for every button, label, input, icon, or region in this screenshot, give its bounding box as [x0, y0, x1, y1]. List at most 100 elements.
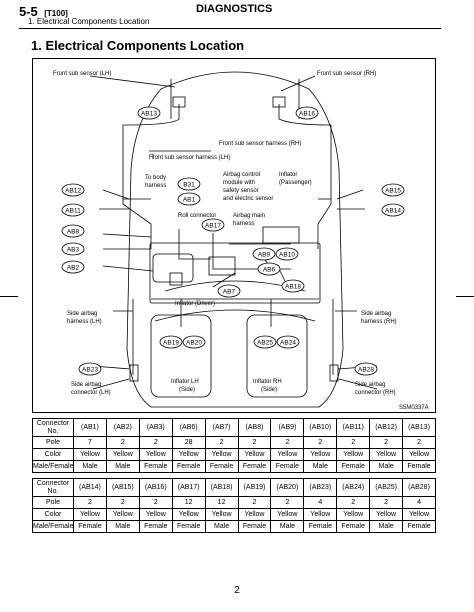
table-cell: 2 — [105, 496, 140, 509]
label-airbag-control-3: safety sensor — [223, 188, 259, 194]
oval-ab13 — [137, 106, 161, 120]
conn-ab6: AB6 — [263, 267, 276, 274]
table-cell: Yellow — [336, 508, 371, 521]
table-cell: Female — [138, 520, 173, 533]
conn-ab7: AB7 — [223, 289, 236, 296]
table-cell: Female — [303, 520, 338, 533]
table-cell: (AB28) — [402, 478, 436, 497]
table-cell: Yellow — [138, 448, 173, 461]
category-title: DIAGNOSTICS — [196, 3, 273, 15]
conn-ab11: AB11 — [65, 208, 81, 215]
left-margin-mark — [0, 296, 18, 297]
conn-ab15: AB15 — [385, 188, 401, 195]
label-main-harness-1: Airbag main — [233, 213, 265, 219]
table-cell: (AB16) — [138, 478, 173, 497]
table-cell: Yellow — [270, 448, 305, 461]
oval-ab12 — [61, 183, 85, 197]
table-cell: Yellow — [204, 508, 239, 521]
table-cell: (AB9) — [270, 418, 305, 437]
table-cell: 2 — [336, 496, 371, 509]
table-cell: (AB23) — [303, 478, 338, 497]
label-front-sub-sensor-lh: Front sub sensor (LH) — [53, 71, 111, 77]
label-side-harness-rh-1: Side airbag — [361, 311, 391, 317]
table-cell: (AB18) — [204, 478, 239, 497]
table-cell: 2 — [369, 436, 404, 449]
table-cell: 2 — [73, 496, 107, 509]
row-header: Connector No. — [32, 478, 74, 497]
label-side-harness-lh-2: harness (LH) — [67, 319, 102, 325]
table-cell: 2 — [303, 436, 338, 449]
oval-ab9 — [252, 247, 276, 261]
label-inflator-driver: Inflator (Driver) — [175, 301, 215, 307]
table-cell: Female — [237, 460, 272, 473]
header-divider — [19, 28, 441, 29]
table-cell: Yellow — [138, 508, 173, 521]
conn-ab25: AB25 — [257, 340, 273, 347]
table-cell: (AB14) — [73, 478, 107, 497]
table-cell: Female — [270, 460, 305, 473]
oval-ab17 — [201, 218, 225, 232]
table-cell: Yellow — [204, 448, 239, 461]
table-cell: 2 — [336, 436, 371, 449]
conn-ab20: AB20 — [186, 340, 202, 347]
label-front-sub-sensor-harness-lh: Front sub sensor harness (LH) — [149, 155, 230, 161]
table-cell: 4 — [303, 496, 338, 509]
oval-ab14 — [381, 203, 405, 217]
oval-ab10 — [275, 247, 299, 261]
table-cell: Male — [105, 520, 140, 533]
table-cell: Yellow — [369, 448, 404, 461]
table-cell: 4 — [402, 496, 436, 509]
label-inflator-rh-1: Inflator RH — [253, 379, 282, 385]
conn-ab1: AB1 — [183, 197, 196, 204]
table-row: Male/Female Male Male Female Female Fema… — [32, 460, 436, 473]
table-cell: (AB12) — [369, 418, 404, 437]
section-subtitle: 1. Electrical Components Location — [28, 17, 150, 26]
table-cell: (AB15) — [105, 478, 140, 497]
label-front-sub-sensor-harness-rh: Front sub sensor harness (RH) — [219, 141, 301, 147]
label-to-body-1: To body — [145, 175, 166, 181]
conn-ab24: AB24 — [280, 340, 296, 347]
table-cell: (AB2) — [105, 418, 140, 437]
table-cell: (AB19) — [237, 478, 272, 497]
table-row: Color Yellow Yellow Yellow Yellow Yellow… — [32, 448, 436, 461]
table-row: Color Yellow Yellow Yellow Yellow Yellow… — [32, 508, 436, 521]
label-airbag-control-1: Airbag control — [223, 172, 260, 178]
table-cell: 2 — [237, 436, 272, 449]
table-cell: Male — [369, 520, 404, 533]
table-cell: Female — [336, 520, 371, 533]
label-side-harness-rh-2: harness (RH) — [361, 319, 397, 325]
table-cell: Yellow — [73, 448, 107, 461]
table-cell: Female — [171, 520, 206, 533]
table-cell: Yellow — [402, 448, 436, 461]
table-cell: Yellow — [369, 508, 404, 521]
table-cell: 7 — [73, 436, 107, 449]
oval-b31 — [177, 177, 201, 191]
table-cell: 2 — [138, 436, 173, 449]
table-cell: 2 — [138, 496, 173, 509]
label-side-connector-lh-2: connector (LH) — [71, 390, 111, 396]
table-cell: Yellow — [105, 508, 140, 521]
conn-ab28: AB28 — [358, 367, 374, 374]
table-cell: Yellow — [105, 448, 140, 461]
row-header: Color — [32, 508, 74, 521]
table-cell: Female — [171, 460, 206, 473]
table-cell: Male — [303, 460, 338, 473]
table-cell: Yellow — [336, 448, 371, 461]
oval-ab20 — [182, 335, 206, 349]
table-row: Male/Female Female Male Female Female Ma… — [32, 520, 436, 533]
label-side-connector-rh-2: connector (RH) — [355, 390, 396, 396]
table-cell: Female — [336, 460, 371, 473]
table-cell: Yellow — [73, 508, 107, 521]
label-inflator-lh-2: (Side) — [179, 387, 195, 393]
conn-ab2: AB2 — [67, 265, 80, 272]
car-outline-diagram: Front sub sensor (LH) Front sub sensor (… — [53, 71, 429, 411]
table-cell: 2 — [270, 496, 305, 509]
table-cell: (AB6) — [171, 418, 206, 437]
table-row: Connector No. (AB1) (AB2) (AB3) (AB6) (A… — [32, 418, 436, 437]
row-header: Male/Female — [32, 520, 74, 533]
table-cell: (AB3) — [138, 418, 173, 437]
page-number: 2 — [234, 585, 240, 596]
row-header: Color — [32, 448, 74, 461]
diagram-code: S5M0337A — [399, 405, 429, 411]
label-inflator-passenger-1: Inflator — [279, 172, 297, 178]
